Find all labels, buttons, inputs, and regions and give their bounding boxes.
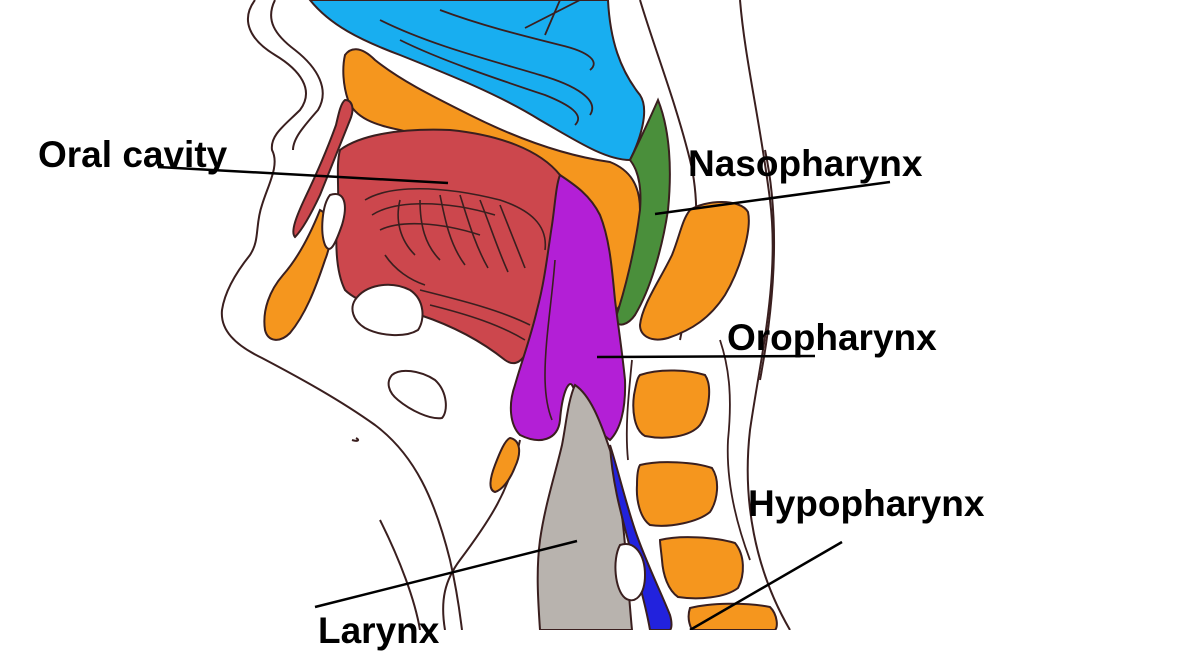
label-nasopharynx: Nasopharynx bbox=[688, 143, 923, 184]
mandible-hole bbox=[387, 369, 447, 420]
nasal-cavity bbox=[308, 0, 646, 162]
hypopharynx-region bbox=[609, 444, 673, 630]
label-hypopharynx: Hypopharynx bbox=[748, 483, 985, 524]
label-oral-cavity: Oral cavity bbox=[38, 134, 228, 175]
vertebra-c1 bbox=[638, 201, 750, 341]
label-oropharynx: Oropharynx bbox=[727, 317, 937, 358]
lip-opening bbox=[321, 193, 346, 250]
leader-oropharynx bbox=[596, 354, 816, 359]
vertebra-c3 bbox=[635, 461, 718, 527]
spinal-outline bbox=[625, 339, 751, 561]
vertebra-c5 bbox=[687, 602, 778, 630]
leader-hypopharynx bbox=[689, 540, 843, 630]
leader-nasopharynx bbox=[654, 180, 891, 216]
vertebra-c2 bbox=[632, 369, 711, 439]
leader-oral-cavity bbox=[157, 165, 449, 185]
leader-lines bbox=[157, 165, 891, 630]
epiglottis-bone bbox=[489, 436, 521, 494]
hyoid-space bbox=[351, 283, 424, 336]
vertebra-c4 bbox=[658, 536, 744, 600]
oropharynx-fold bbox=[544, 259, 556, 421]
oropharynx-region bbox=[509, 173, 627, 442]
label-larynx: Larynx bbox=[318, 610, 440, 651]
skin-outline bbox=[220, 0, 791, 630]
nasal-turbinates bbox=[379, 0, 595, 126]
throat-pocket bbox=[614, 543, 647, 602]
head-neck-anatomy-diagram bbox=[157, 0, 891, 630]
tongue-muscle-fibers bbox=[364, 187, 547, 341]
leader-larynx bbox=[314, 539, 578, 609]
vertebrae bbox=[632, 201, 778, 630]
lip-upper bbox=[292, 98, 354, 239]
jaw-bone bbox=[263, 208, 332, 341]
